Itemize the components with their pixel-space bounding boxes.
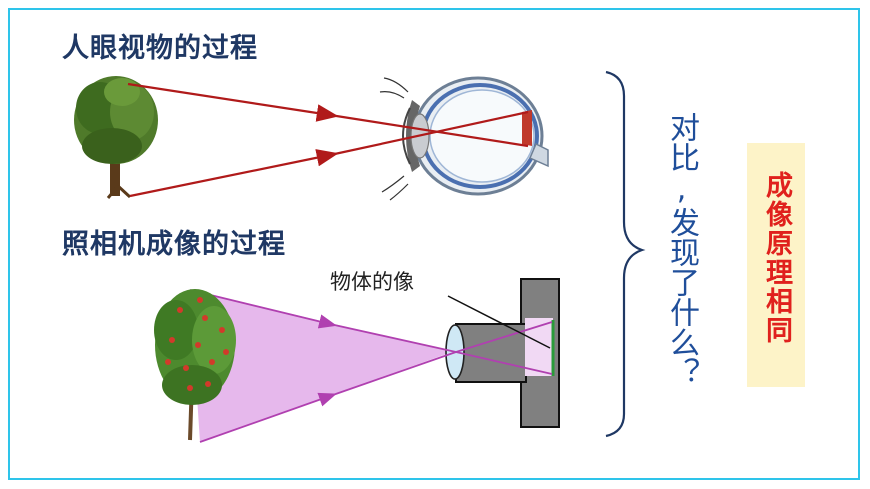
tree-icon-eye — [74, 76, 158, 199]
camera-body — [455, 278, 560, 428]
curly-brace — [605, 70, 646, 438]
label-pointer-line — [447, 295, 551, 349]
eyeball-icon — [379, 76, 549, 201]
eye-title: 人眼视物的过程 — [62, 33, 258, 64]
question-text: 对比,发现了什么？ — [664, 112, 699, 387]
slide-frame — [8, 8, 860, 480]
camera-title: 照相机成像的过程 — [62, 229, 286, 260]
camera-rays — [189, 289, 553, 443]
answer-box: 成像原理相同 — [747, 143, 805, 387]
tree-icon-camera — [154, 289, 236, 441]
eye-rays — [127, 82, 529, 198]
image-label: 物体的像 — [330, 270, 414, 294]
answer-text: 成像原理相同 — [761, 171, 792, 345]
